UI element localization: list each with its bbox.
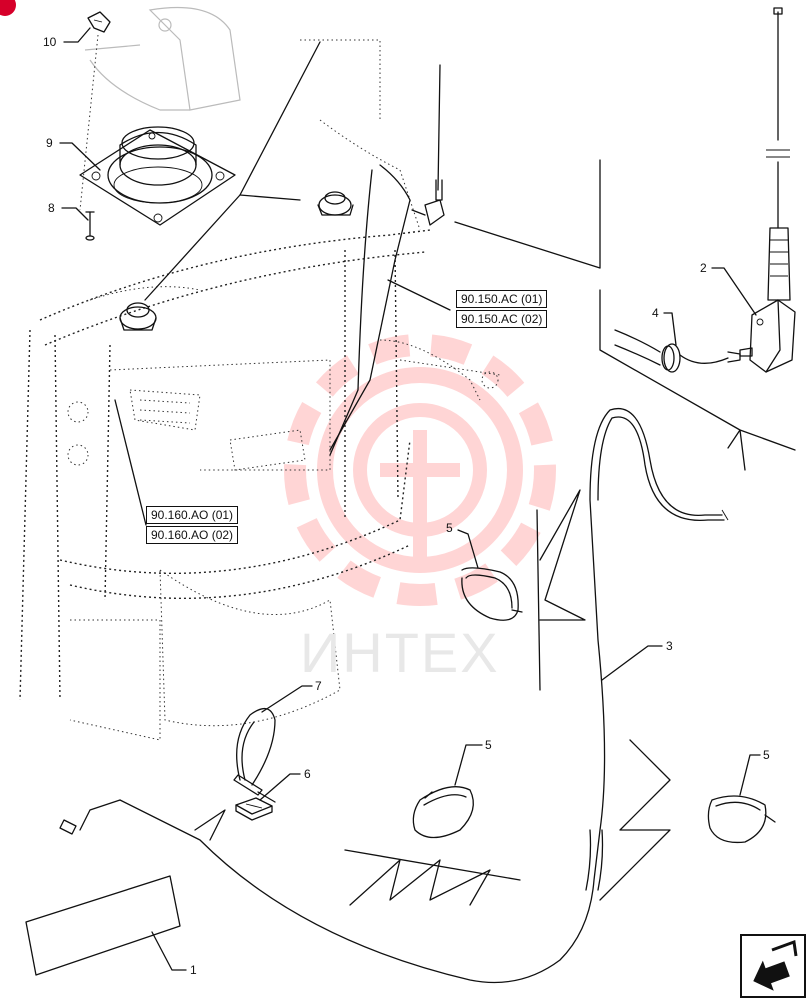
- antenna-assembly: [739, 7, 796, 373]
- screw: [85, 211, 95, 241]
- ref-link-ao-01[interactable]: 90.160.AO (01): [146, 506, 239, 524]
- ref-link-ac-02[interactable]: 90.150.AC (02): [456, 310, 548, 328]
- callout-leaders: [59, 27, 761, 971]
- callout-3: 3: [666, 639, 673, 653]
- ref-link-ac-01[interactable]: 90.150.AC (01): [456, 290, 548, 308]
- break-wedge-c: [194, 809, 226, 841]
- cab-antenna: [329, 64, 445, 456]
- decal-label: [25, 875, 181, 976]
- antenna-detail-frame-lower: [599, 289, 796, 451]
- corner-badge: [0, 0, 16, 16]
- antenna-detail-tip: [727, 429, 746, 471]
- callout-1: 1: [190, 963, 197, 977]
- callout-5-right: 5: [763, 748, 770, 762]
- ref-leader-ao: [114, 399, 147, 526]
- ref-link-ao-02[interactable]: 90.160.AO (02): [146, 526, 239, 544]
- cab-frame: [19, 39, 501, 741]
- break-line-d: [344, 849, 521, 881]
- callout-7: 7: [315, 679, 322, 693]
- cable-tie: [233, 708, 276, 803]
- callout-6: 6: [304, 767, 311, 781]
- callout-4: 4: [652, 306, 659, 320]
- return-button[interactable]: [740, 934, 806, 998]
- speaker-mount-bracket: [84, 6, 241, 111]
- clip-nut: [79, 11, 111, 211]
- callout-5-middle: 5: [485, 738, 492, 752]
- watermark-logo: [284, 334, 556, 606]
- cab-speaker-left: [119, 302, 157, 331]
- watermark-text: ИНТЕХ: [300, 621, 500, 684]
- antenna-detail-frame-upper: [454, 159, 601, 269]
- detail-pointer-lower: [144, 194, 241, 301]
- callout-9: 8: [48, 201, 55, 215]
- callout-5-upper: 5: [446, 521, 453, 535]
- detail-pointer-upper: [239, 41, 321, 201]
- break-wedge-b: [599, 739, 671, 901]
- grommet: [614, 329, 741, 373]
- break-wedge-d: [349, 859, 491, 906]
- ref-leader-ac: [387, 279, 451, 311]
- antenna-cable: [59, 408, 729, 984]
- cable-clamp-a: [461, 567, 523, 621]
- speaker-assembly: [79, 126, 236, 226]
- callout-10: 10: [43, 35, 57, 49]
- clip-base: [235, 797, 273, 821]
- break-line-a: [536, 509, 541, 691]
- break-wedge-a: [539, 489, 586, 621]
- cable-clamp-b: [412, 786, 474, 839]
- return-arrow-icon: [753, 939, 798, 991]
- cable-clamp-c: [707, 795, 776, 844]
- callout-8: 9: [46, 136, 53, 150]
- cab-speaker-right: [317, 191, 354, 216]
- callout-2: 2: [700, 261, 707, 275]
